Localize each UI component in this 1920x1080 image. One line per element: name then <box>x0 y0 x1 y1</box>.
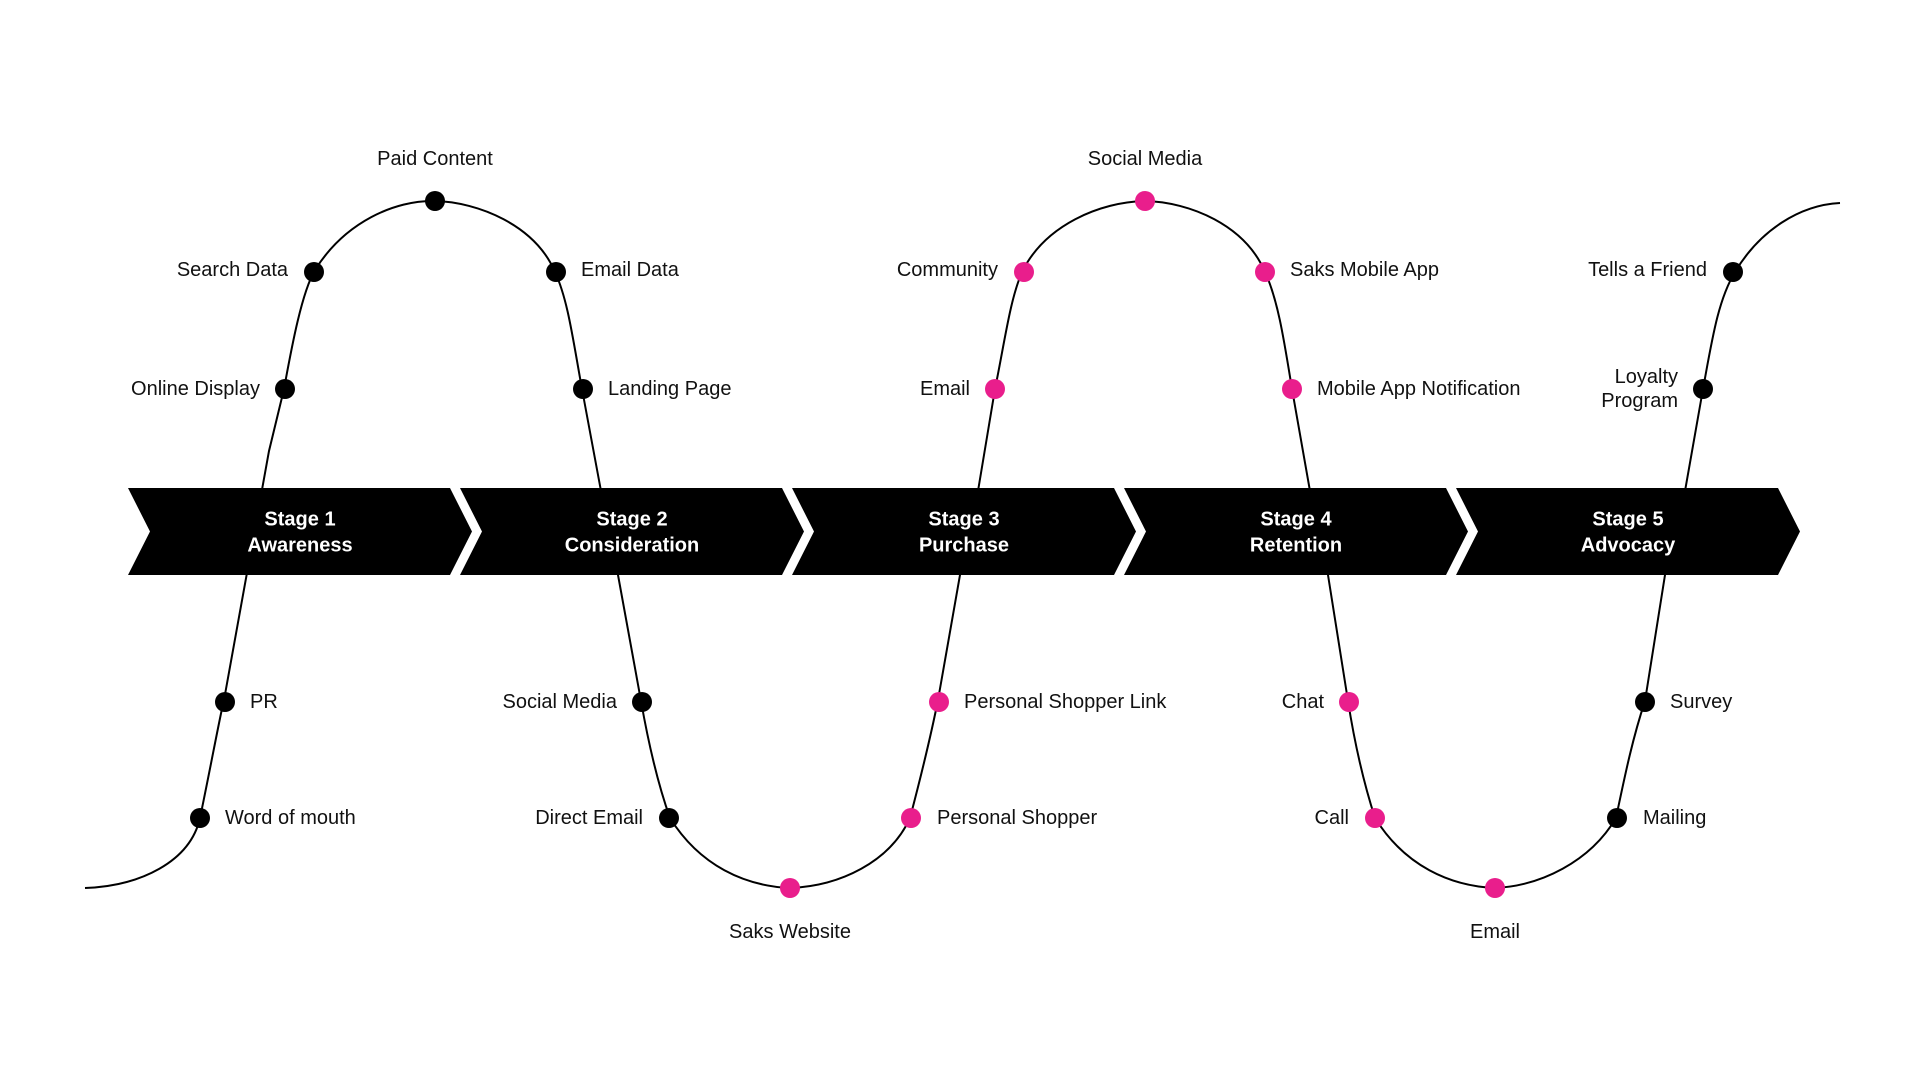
touchpoint-dot-email-1 <box>985 379 1005 399</box>
touchpoint-dot-saks-mobile-app <box>1255 262 1275 282</box>
touchpoint-label-direct-email: Direct Email <box>535 807 643 829</box>
touchpoint-label-line: Program <box>1601 390 1678 412</box>
touchpoint-label-survey: Survey <box>1670 691 1732 713</box>
touchpoint-label-online-display: Online Display <box>131 378 260 400</box>
touchpoint-dot-personal-shopper <box>901 808 921 828</box>
stage-chevron-2: Stage 2 Consideration <box>460 488 804 575</box>
touchpoint-layer <box>190 191 1743 898</box>
touchpoint-label-social-media-1: Social Media <box>502 691 617 713</box>
touchpoint-label-saks-website: Saks Website <box>729 921 851 943</box>
touchpoint-dot-call <box>1365 808 1385 828</box>
touchpoint-dot-social-media-1 <box>632 692 652 712</box>
touchpoint-dot-social-media-2 <box>1135 191 1155 211</box>
touchpoint-label-social-media-2: Social Media <box>1088 148 1203 170</box>
touchpoint-label-saks-mobile-app: Saks Mobile App <box>1290 259 1439 281</box>
touchpoint-label-landing-page: Landing Page <box>608 378 731 400</box>
touchpoint-label-personal-shopper: Personal Shopper <box>937 807 1097 829</box>
stage-chevron-shape <box>1456 488 1800 575</box>
touchpoint-dot-pr <box>215 692 235 712</box>
stage-number: Stage 2 <box>596 509 667 531</box>
touchpoint-dot-survey <box>1635 692 1655 712</box>
touchpoint-dot-mobile-app-notification <box>1282 379 1302 399</box>
touchpoint-label-email-data: Email Data <box>581 259 680 281</box>
touchpoint-dot-paid-content <box>425 191 445 211</box>
stage-number: Stage 4 <box>1260 509 1332 531</box>
stage-name: Retention <box>1250 535 1342 557</box>
stage-name: Consideration <box>565 535 699 557</box>
touchpoint-label-email-1: Email <box>920 378 970 400</box>
touchpoint-label-layer: Word of mouth PR Online Display Search Data… <box>131 148 1732 943</box>
touchpoint-dot-mailing <box>1607 808 1627 828</box>
touchpoint-dot-community <box>1014 262 1034 282</box>
touchpoint-label-email-2: Email <box>1470 921 1520 943</box>
touchpoint-dot-personal-shopper-link <box>929 692 949 712</box>
stage-number: Stage 5 <box>1592 509 1663 531</box>
stage-chevron-1: Stage 1 Awareness <box>128 488 472 575</box>
stage-name: Advocacy <box>1581 535 1676 557</box>
touchpoint-label-chat: Chat <box>1282 691 1325 713</box>
touchpoint-dot-loyalty-program <box>1693 379 1713 399</box>
touchpoint-label-personal-shopper-link: Personal Shopper Link <box>964 691 1167 713</box>
touchpoint-label-word-of-mouth: Word of mouth <box>225 807 356 829</box>
stage-chevron-shape <box>128 488 472 575</box>
touchpoint-label-search-data: Search Data <box>177 259 289 281</box>
touchpoint-dot-landing-page <box>573 379 593 399</box>
touchpoint-label-mailing: Mailing <box>1643 807 1706 829</box>
stage-name: Purchase <box>919 535 1009 557</box>
touchpoint-label-mobile-app-notification: Mobile App Notification <box>1317 378 1520 400</box>
stage-chevron-3: Stage 3 Purchase <box>792 488 1136 575</box>
touchpoint-dot-email-2 <box>1485 878 1505 898</box>
journey-curve <box>84 199 1841 890</box>
touchpoint-label-pr: PR <box>250 691 278 713</box>
touchpoint-dot-word-of-mouth <box>190 808 210 828</box>
touchpoint-dot-saks-website <box>780 878 800 898</box>
stage-chevron-shape <box>1124 488 1468 575</box>
touchpoint-dot-online-display <box>275 379 295 399</box>
touchpoint-label-call: Call <box>1315 807 1349 829</box>
touchpoint-dot-direct-email <box>659 808 679 828</box>
stage-chevron-4: Stage 4 Retention <box>1124 488 1468 575</box>
stage-chevron-shape <box>460 488 804 575</box>
stage-number: Stage 1 <box>264 509 335 531</box>
stage-chevron-5: Stage 5 Advocacy <box>1456 488 1800 575</box>
stage-number: Stage 3 <box>928 509 999 531</box>
stage-name: Awareness <box>247 535 352 557</box>
journey-curve-layer <box>84 199 1841 890</box>
touchpoint-dot-email-data <box>546 262 566 282</box>
touchpoint-label-community: Community <box>897 259 998 281</box>
touchpoint-dot-tells-a-friend <box>1723 262 1743 282</box>
stage-chevron-shape <box>792 488 1136 575</box>
touchpoint-label-line: Loyalty <box>1615 366 1678 388</box>
touchpoint-dot-chat <box>1339 692 1359 712</box>
touchpoint-dot-search-data <box>304 262 324 282</box>
touchpoint-label-tells-a-friend: Tells a Friend <box>1588 259 1707 281</box>
touchpoint-label-paid-content: Paid Content <box>377 148 493 170</box>
